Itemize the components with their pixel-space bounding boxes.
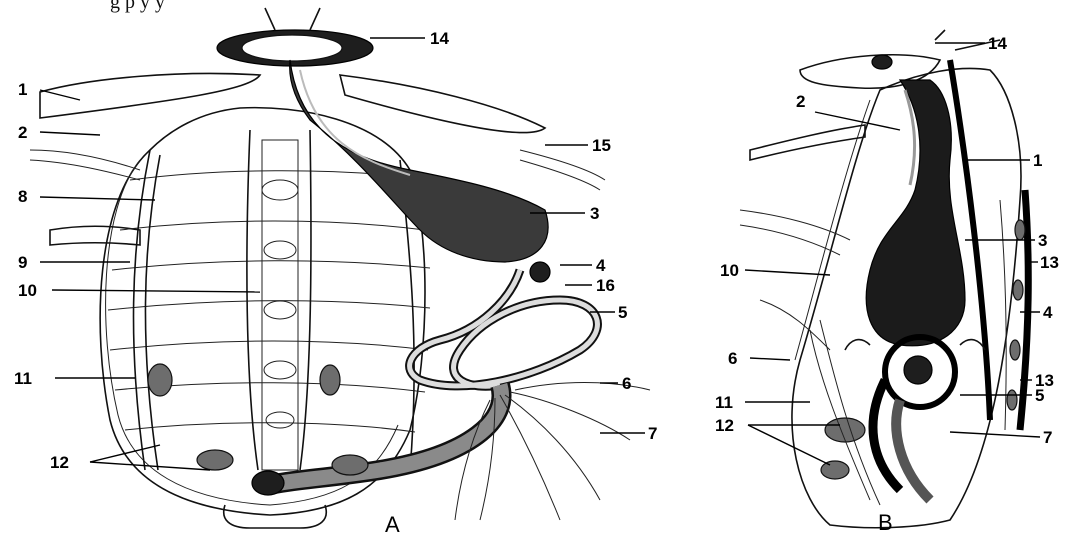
label-b-5: 5 bbox=[1035, 386, 1044, 405]
label-b-13-upper: 13 bbox=[1040, 253, 1059, 272]
label-b-14: 14 bbox=[988, 34, 1007, 53]
label-a-6: 6 bbox=[622, 374, 631, 393]
panel-a-labels: 1 2 8 9 10 11 12 14 15 3 4 16 5 6 7 bbox=[14, 29, 657, 472]
label-a-16: 16 bbox=[596, 276, 615, 295]
label-b-7: 7 bbox=[1043, 428, 1052, 447]
label-a-15: 15 bbox=[592, 136, 611, 155]
label-b-2: 2 bbox=[796, 92, 805, 111]
panel-a-drawing bbox=[30, 8, 650, 528]
label-a-7: 7 bbox=[648, 424, 657, 443]
label-a-10: 10 bbox=[18, 281, 37, 300]
label-a-2: 2 bbox=[18, 123, 27, 142]
label-b-12: 12 bbox=[715, 416, 734, 435]
label-b-4: 4 bbox=[1043, 303, 1053, 322]
label-a-1: 1 bbox=[18, 80, 27, 99]
label-b-10: 10 bbox=[720, 261, 739, 280]
label-b-6: 6 bbox=[728, 349, 737, 368]
label-b-11: 11 bbox=[715, 393, 733, 412]
label-b-1: 1 bbox=[1033, 151, 1042, 170]
label-a-4: 4 bbox=[596, 256, 606, 275]
label-a-9: 9 bbox=[18, 253, 27, 272]
label-a-11: 11 bbox=[14, 369, 32, 388]
panel-b-drawing bbox=[740, 30, 1028, 528]
label-b-3: 3 bbox=[1038, 231, 1047, 250]
panel-label-b: B bbox=[878, 510, 893, 535]
panel-label-a: A bbox=[385, 512, 400, 535]
label-a-12: 12 bbox=[50, 453, 69, 472]
label-a-8: 8 bbox=[18, 187, 27, 206]
label-a-14: 14 bbox=[430, 29, 449, 48]
label-a-5: 5 bbox=[618, 303, 627, 322]
label-a-3: 3 bbox=[590, 204, 599, 223]
